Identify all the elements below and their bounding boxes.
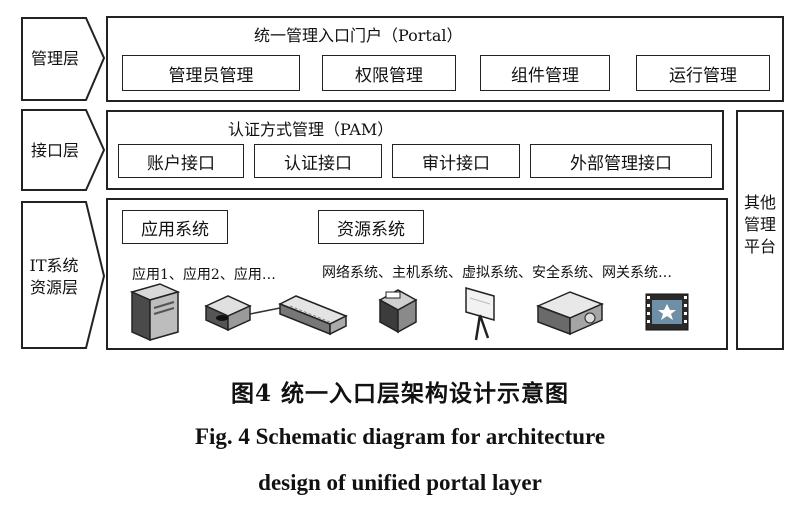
operation-management-box: 运行管理 xyxy=(636,55,770,91)
admin-management-box: 管理员管理 xyxy=(122,55,300,91)
management-layer-label: 管理层 xyxy=(30,49,79,68)
resource-layer-arrow xyxy=(21,201,106,349)
permission-management-box: 权限管理 xyxy=(322,55,456,91)
app-list-text: 应用1、应用2、应用… xyxy=(132,267,276,283)
resource-system-box: 资源系统 xyxy=(318,210,424,244)
interface-layer-arrow xyxy=(21,109,106,191)
portal-title: 统一管理入口门户（Portal） xyxy=(254,26,463,45)
account-interface-box: 账户接口 xyxy=(118,144,244,178)
pam-title: 认证方式管理（PAM） xyxy=(228,120,394,139)
component-management-box: 组件管理 xyxy=(480,55,610,91)
external-management-interface-box: 外部管理接口 xyxy=(530,144,712,178)
management-layer-arrow xyxy=(21,17,106,101)
caption-cn: 图4 统一入口层架构设计示意图 xyxy=(230,380,569,407)
audit-interface-box: 审计接口 xyxy=(392,144,520,178)
other-platform-label: 其他 管理 平台 xyxy=(743,193,776,256)
caption-en-line2: design of unified portal layer xyxy=(258,470,542,495)
resource-layer-label: IT系统 资源层 xyxy=(29,256,79,297)
caption-en-line1: Fig. 4 Schematic diagram for architectur… xyxy=(194,424,606,449)
other-platform-panel xyxy=(736,110,784,350)
pam-panel xyxy=(106,110,724,190)
interface-layer-label: 接口层 xyxy=(30,141,79,160)
app-system-box: 应用系统 xyxy=(122,210,228,244)
portal-panel xyxy=(106,16,784,102)
resource-list-text: 网络系统、主机系统、虚拟系统、安全系统、网关系统… xyxy=(322,265,672,281)
auth-interface-box: 认证接口 xyxy=(254,144,382,178)
resource-panel xyxy=(106,198,728,350)
layer-arrows xyxy=(21,17,106,349)
